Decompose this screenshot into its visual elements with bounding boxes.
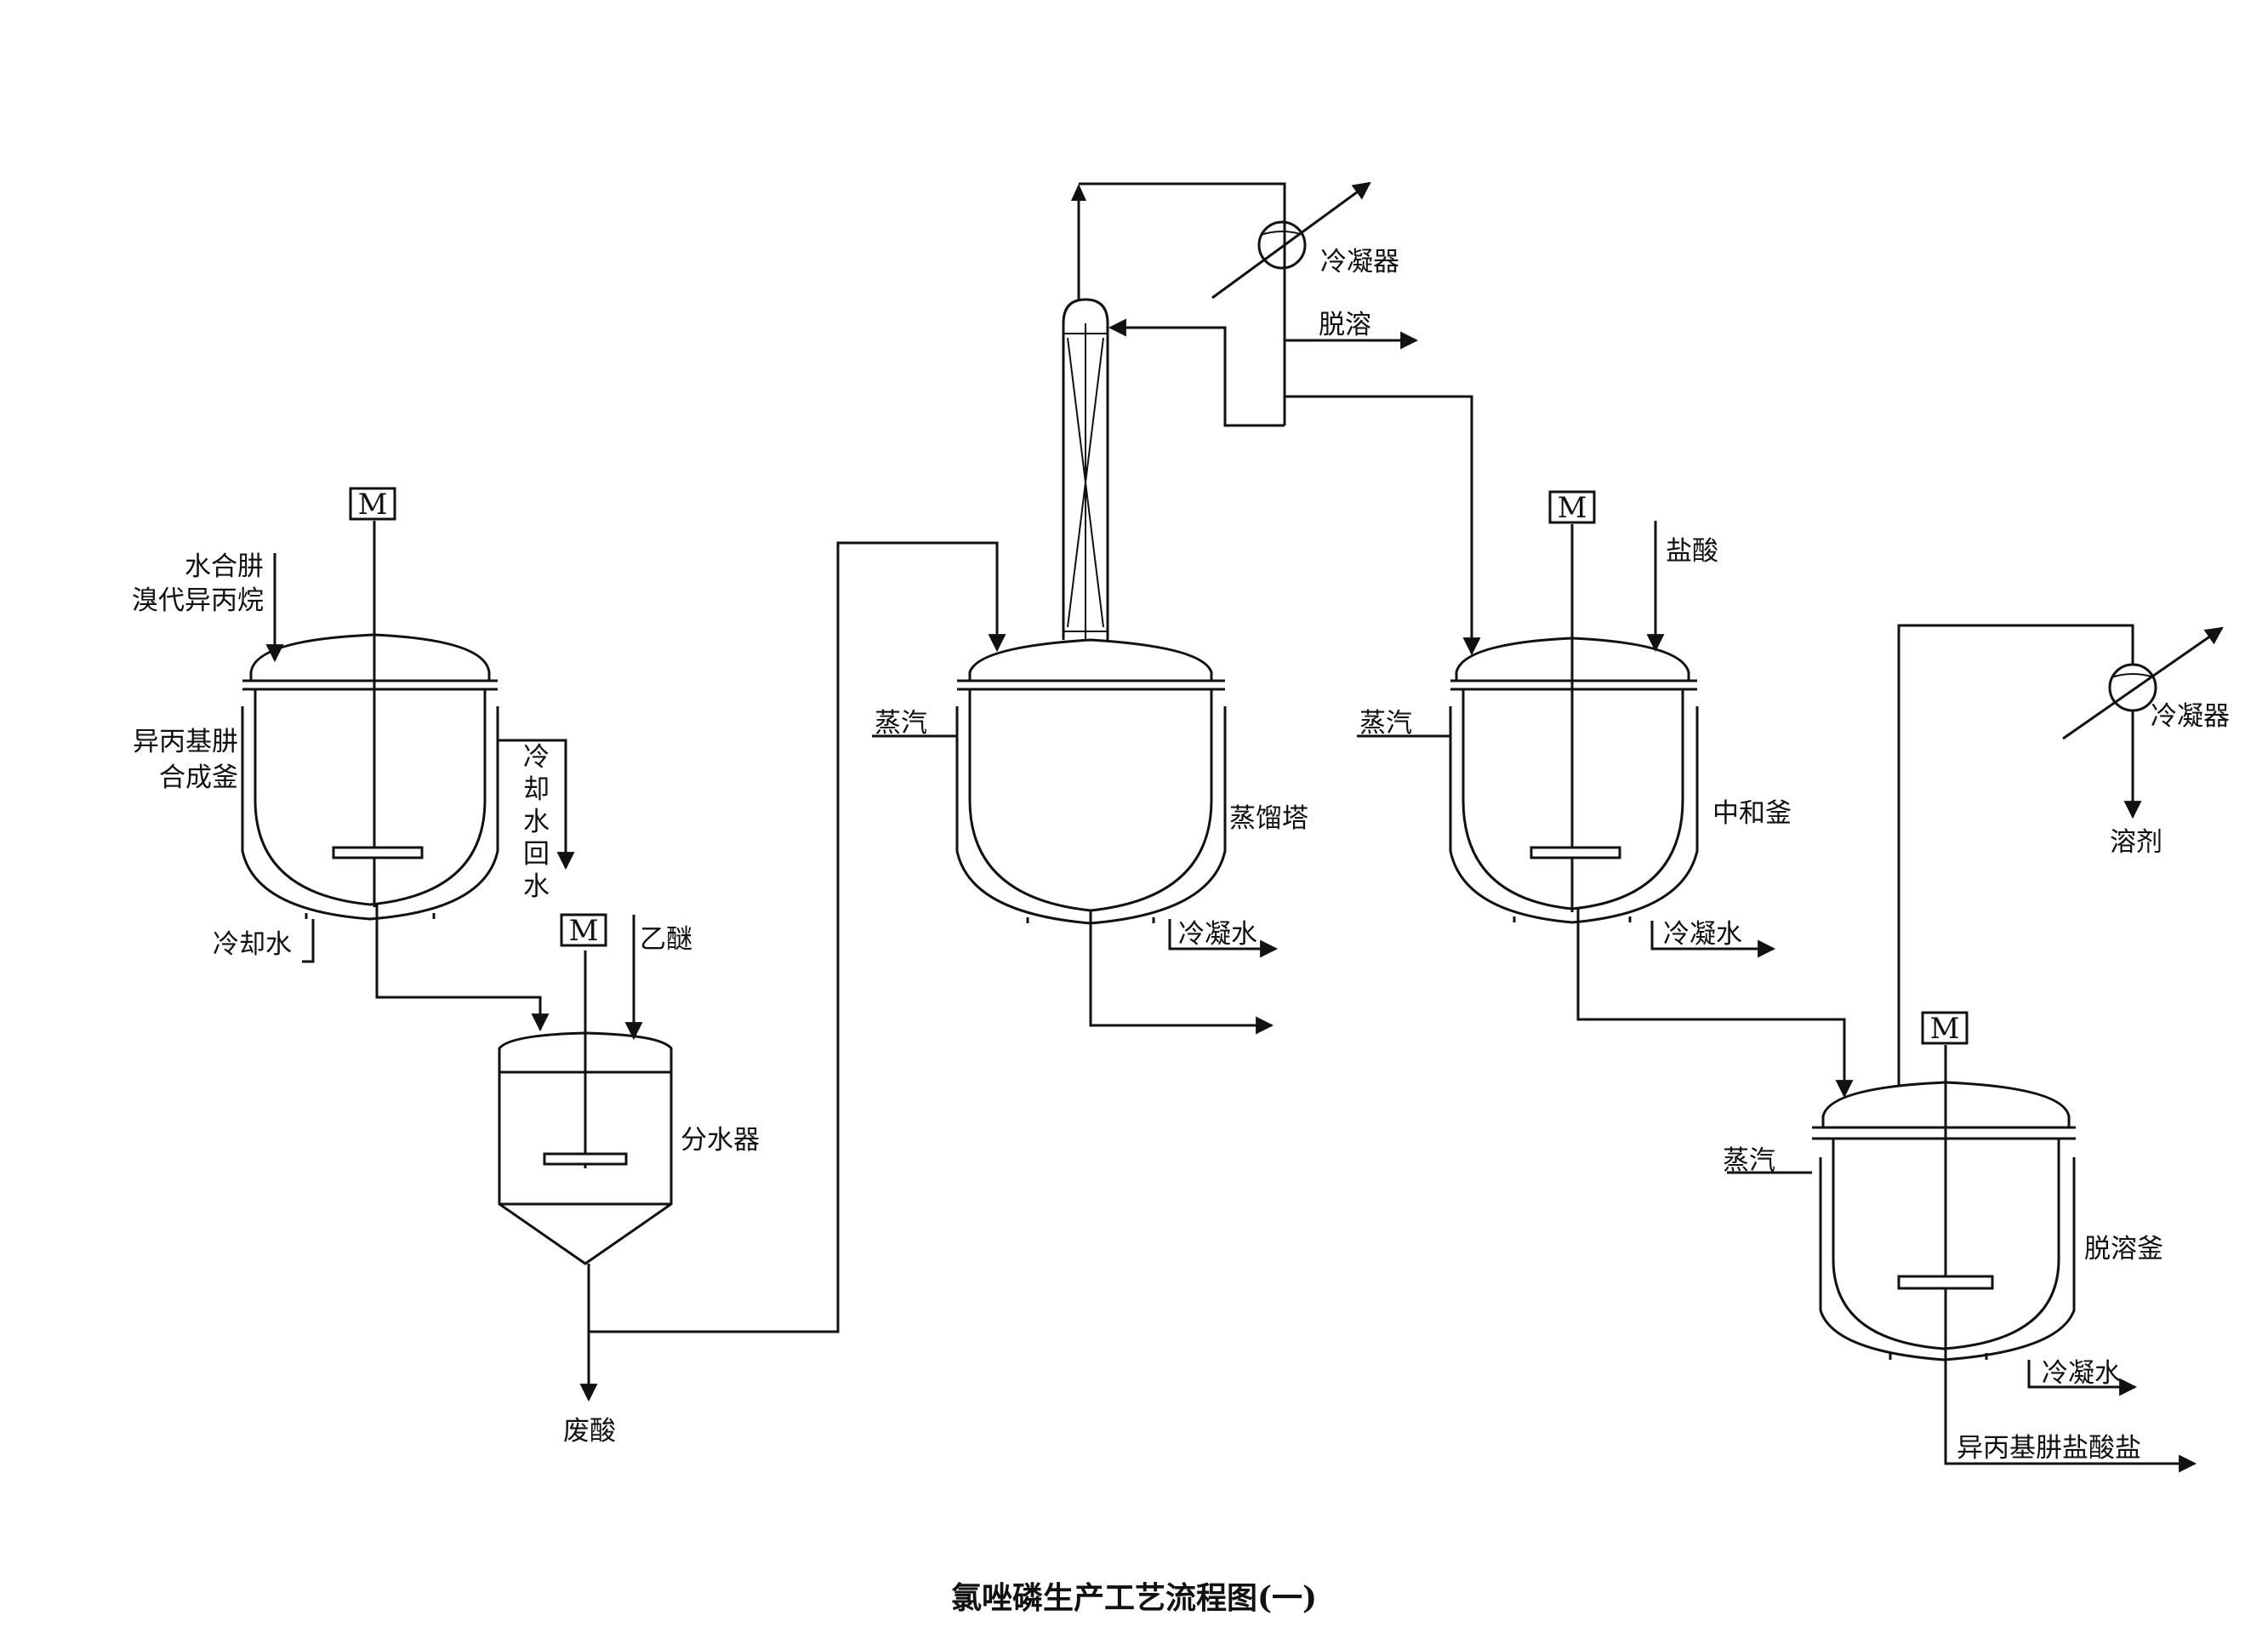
label-cooling-return-1: 冷 [523, 742, 550, 773]
label-right-condenser: 冷凝器 [2151, 701, 2230, 732]
label-condensate-neutralization: 冷凝水 [1663, 919, 1742, 950]
label-steam-distillation: 蒸汽 [875, 708, 927, 739]
motor-1: M [349, 487, 396, 522]
svg-text:M: M [569, 914, 599, 948]
label-cooling-water-in: 冷却水 [213, 929, 292, 960]
water-separator [498, 950, 673, 1265]
desolvation-kettle [1812, 1045, 2076, 1361]
label-steam-neutralization: 蒸汽 [1359, 708, 1412, 739]
label-steam-desolvation: 蒸汽 [1723, 1145, 1775, 1176]
label-waste-acid: 废酸 [563, 1416, 616, 1447]
label-condensate-distillation: 冷凝水 [1178, 919, 1257, 950]
label-water-separator: 分水器 [681, 1125, 760, 1156]
label-cooling-return-5: 水 [523, 871, 550, 902]
label-top-condenser: 冷凝器 [1320, 247, 1399, 277]
label-hydrochloric-acid: 盐酸 [1666, 536, 1718, 567]
label-synthesis-kettle-1: 异丙基肼 [133, 727, 238, 757]
label-cooling-return-4: 回 [523, 839, 550, 870]
neutralization-kettle [1449, 524, 1699, 924]
label-neutralization-kettle: 中和釜 [1712, 798, 1792, 829]
label-ether: 乙醚 [640, 924, 692, 955]
distillation-kettle [955, 638, 1227, 925]
packed-column [1062, 298, 1109, 640]
label-solvent: 溶剂 [2110, 827, 2163, 858]
svg-text:M: M [1558, 491, 1587, 525]
label-hydrazine-hydrate: 水合肼 [185, 551, 264, 582]
label-cooling-return-2: 却 [523, 774, 550, 805]
top-condenser [1211, 181, 1371, 300]
label-isopropyl-bromide: 溴代异丙烷 [132, 585, 264, 616]
label-distillation-tower: 蒸馏塔 [1229, 803, 1308, 834]
label-cooling-return-3: 水 [523, 807, 550, 837]
label-desolvent: 脱溶 [1319, 310, 1371, 340]
diagram-title: 氯唑磷生产工艺流程图(一) [951, 1580, 1317, 1616]
motor-4: M [1921, 1011, 1969, 1046]
svg-text:M: M [1930, 1012, 1960, 1046]
label-condensate-desolvation: 冷凝水 [2042, 1358, 2121, 1389]
motor-3: M [1548, 490, 1596, 525]
synthesis-kettle [241, 521, 499, 921]
piping [265, 182, 2197, 1473]
label-product: 异丙基肼盐酸盐 [1957, 1433, 2141, 1464]
labels: 水合肼 溴代异丙烷 异丙基肼 合成釜 冷 却 水 回 水 冷却水 乙醚 分水器 … [132, 247, 2230, 1616]
label-desolvation-kettle: 脱溶釜 [2084, 1234, 2163, 1264]
label-synthesis-kettle-2: 合成釜 [159, 762, 238, 793]
svg-text:M: M [358, 488, 388, 522]
motor-2: M [560, 913, 607, 948]
